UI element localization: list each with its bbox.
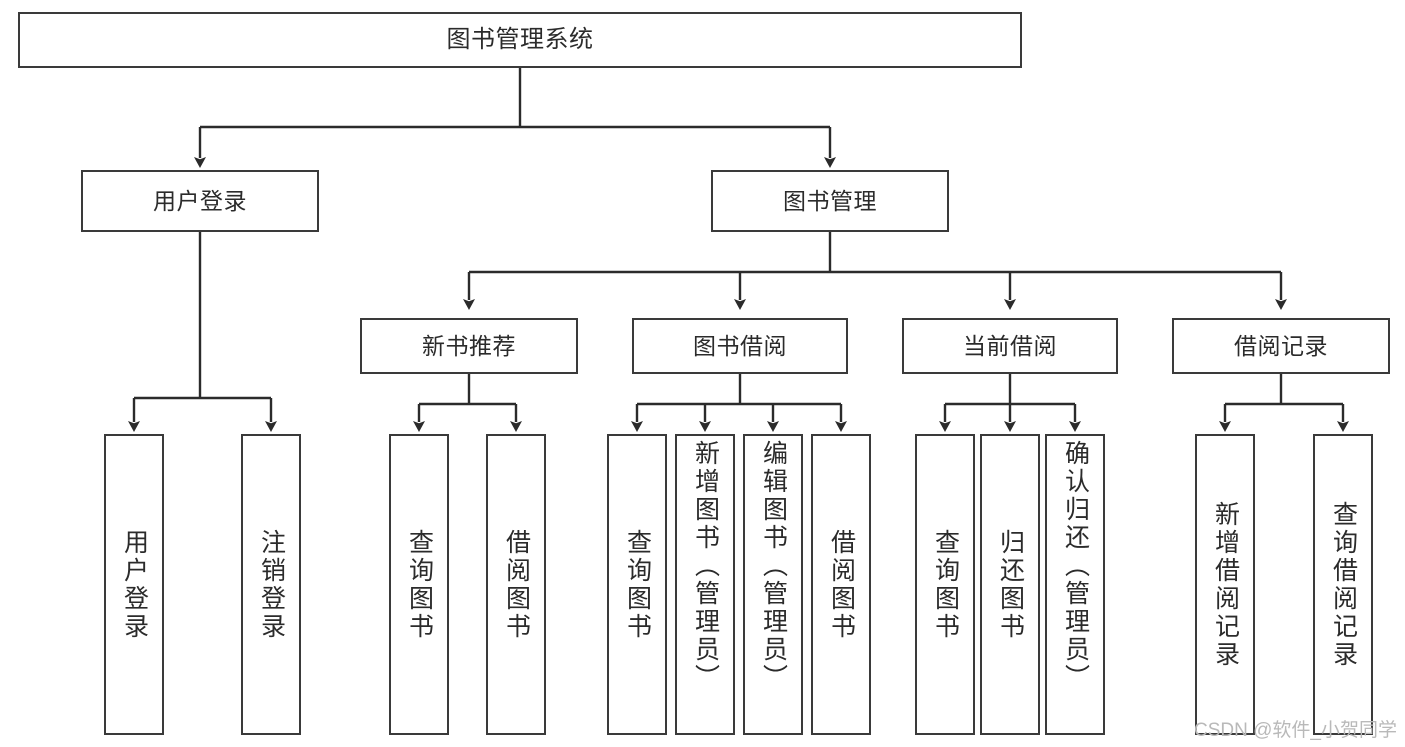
node-label: 确认归还（管理员）	[1061, 440, 1090, 692]
leaf-current-confirm-return-admin[interactable]: 确认归还（管理员）	[1045, 434, 1105, 735]
leaf-current-query-book[interactable]: 查询图书	[915, 434, 975, 735]
leaf-current-return-book[interactable]: 归还图书	[980, 434, 1040, 735]
node-label: 用户登录	[120, 528, 149, 641]
leaf-borrow-add-book-admin[interactable]: 新增图书（管理员）	[675, 434, 735, 735]
leaf-record-query-borrow-record[interactable]: 查询借阅记录	[1313, 434, 1373, 735]
leaf-user-login-signin[interactable]: 用户登录	[104, 434, 164, 735]
leaf-user-login-signout[interactable]: 注销登录	[241, 434, 301, 735]
node-label: 归还图书	[996, 528, 1025, 641]
node-label: 查询图书	[623, 528, 652, 641]
node-label: 图书借阅	[693, 332, 787, 359]
node-label: 用户登录	[153, 187, 247, 214]
leaf-new-book-borrow[interactable]: 借阅图书	[486, 434, 546, 735]
leaf-record-add-borrow-record[interactable]: 新增借阅记录	[1195, 434, 1255, 735]
leaf-borrow-query-book[interactable]: 查询图书	[607, 434, 667, 735]
node-label: 查询图书	[405, 528, 434, 641]
node-label: 新书推荐	[422, 332, 516, 359]
node-label: 新增借阅记录	[1211, 500, 1240, 669]
leaf-borrow-edit-book-admin[interactable]: 编辑图书（管理员）	[743, 434, 803, 735]
node-current-borrow[interactable]: 当前借阅	[902, 318, 1118, 374]
watermark-text: CSDN @软件_小贺同学	[1194, 720, 1397, 741]
node-new-book-recommendation[interactable]: 新书推荐	[360, 318, 578, 374]
node-label: 借阅图书	[502, 528, 531, 641]
node-label: 编辑图书（管理员）	[759, 440, 788, 692]
node-label: 查询借阅记录	[1329, 500, 1358, 669]
node-label: 图书管理系统	[446, 26, 594, 54]
leaf-borrow-borrow-book[interactable]: 借阅图书	[811, 434, 871, 735]
node-label: 当前借阅	[963, 332, 1057, 359]
node-book-borrow[interactable]: 图书借阅	[632, 318, 848, 374]
node-book-management[interactable]: 图书管理	[711, 170, 949, 232]
node-label: 注销登录	[257, 528, 286, 641]
node-label: 查询图书	[931, 528, 960, 641]
node-user-login[interactable]: 用户登录	[81, 170, 319, 232]
node-label: 新增图书（管理员）	[691, 440, 720, 692]
leaf-new-book-query[interactable]: 查询图书	[389, 434, 449, 735]
node-root-system[interactable]: 图书管理系统	[18, 12, 1022, 68]
node-label: 借阅图书	[827, 528, 856, 641]
node-label: 借阅记录	[1234, 332, 1328, 359]
node-label: 图书管理	[783, 187, 877, 214]
node-borrow-record[interactable]: 借阅记录	[1172, 318, 1390, 374]
